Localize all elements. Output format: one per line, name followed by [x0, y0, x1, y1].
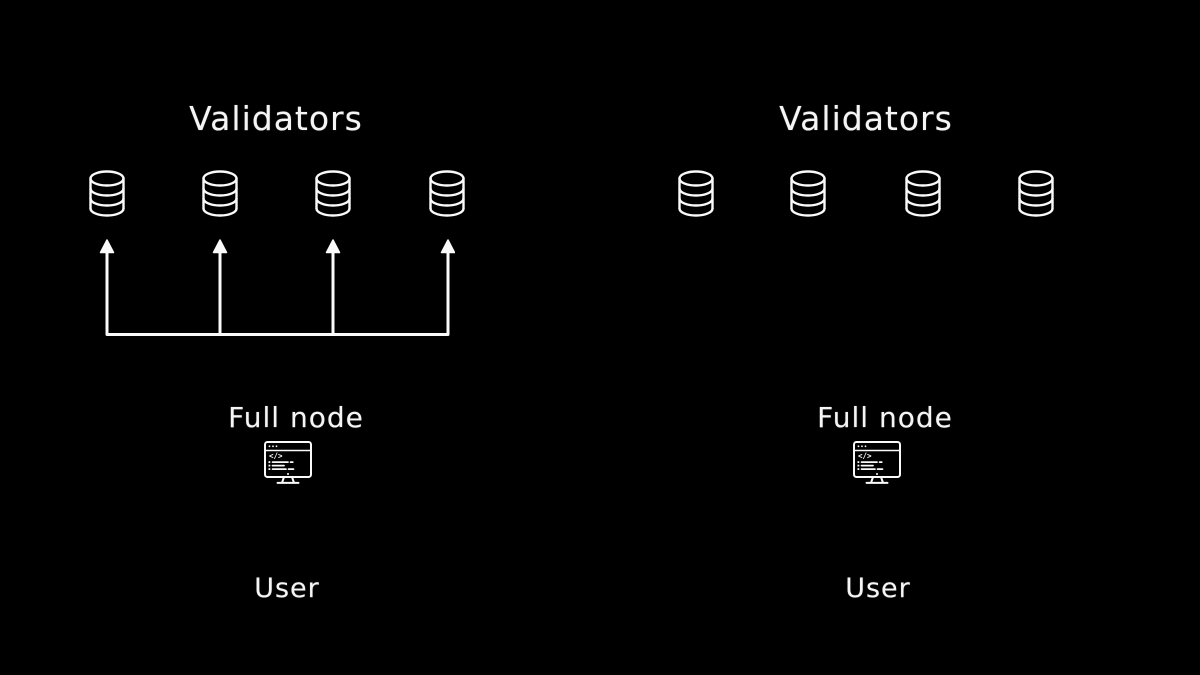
database-icon	[1018, 170, 1054, 217]
database-icon	[89, 170, 125, 217]
monitor-code-icon	[853, 441, 901, 484]
user-label: User	[254, 573, 320, 604]
database-icon	[315, 170, 351, 217]
database-icon	[905, 170, 941, 217]
monitor-code-icon	[264, 441, 312, 484]
full-node-label: Full node	[228, 401, 364, 434]
validators-title: Validators	[189, 99, 363, 138]
user-label: User	[845, 573, 911, 604]
database-icon	[429, 170, 465, 217]
database-icon	[202, 170, 238, 217]
full-node-label: Full node	[817, 401, 953, 434]
arrow-up-fanout-icon	[99, 239, 455, 336]
database-icon	[678, 170, 714, 217]
validators-title: Validators	[779, 99, 953, 138]
database-icon	[790, 170, 826, 217]
